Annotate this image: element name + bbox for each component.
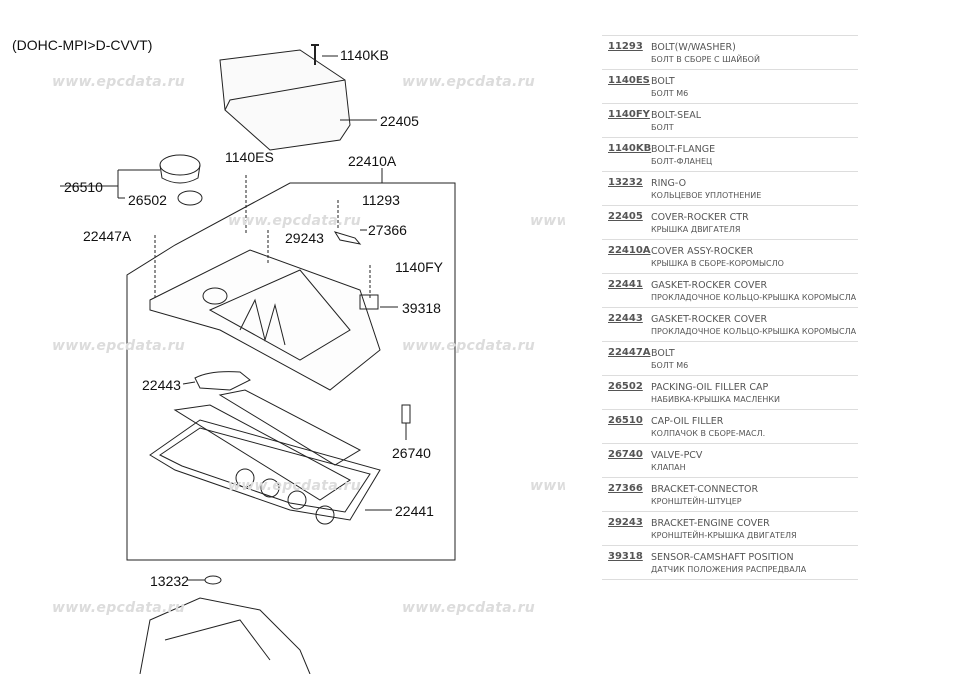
parts-row: 26740 VALVE-PCV КЛАПАН bbox=[602, 444, 858, 478]
part-name-ru: КРОНШТЕЙН-КРЫШКА ДВИГАТЕЛЯ bbox=[651, 531, 797, 540]
parts-row: 13232 RING-O КОЛЬЦЕВОЕ УПЛОТНЕНИЕ bbox=[602, 172, 858, 206]
part-name: VALVE-PCV bbox=[651, 450, 703, 461]
part-name-ru: КОЛЬЦЕВОЕ УПЛОТНЕНИЕ bbox=[651, 191, 762, 200]
part-number-link[interactable]: 29243 bbox=[608, 517, 643, 528]
callout-13232[interactable]: 13232 bbox=[150, 573, 189, 589]
part-name-ru: НАБИВКА-КРЫШКА МАСЛЕНКИ bbox=[651, 395, 781, 404]
watermark: www.epcdata.ru bbox=[402, 74, 536, 90]
part-number-link[interactable]: 26510 bbox=[608, 415, 643, 426]
parts-row: 39318 SENSOR-CAMSHAFT POSITION ДАТЧИК ПОЛО… bbox=[602, 546, 858, 580]
watermark: www.epcdata.ru bbox=[52, 338, 186, 354]
part-name: BOLT bbox=[651, 348, 675, 359]
callout-26502[interactable]: 26502 bbox=[128, 192, 167, 208]
parts-row: 26502 PACKING-OIL FILLER CAP НАБИВКА-КРЫШК… bbox=[602, 376, 858, 410]
part-number-link[interactable]: 22410A bbox=[608, 245, 651, 256]
diagram-title: (DOHC-MPI>D-CVVT) bbox=[12, 37, 153, 53]
callout-11293[interactable]: 11293 bbox=[362, 192, 400, 208]
watermark: www.epcdata.ru bbox=[228, 213, 362, 229]
part-name-ru: КОЛПАЧОК В СБОРЕ-МАСЛ. bbox=[651, 429, 766, 438]
part-number-link[interactable]: 22447A bbox=[608, 347, 651, 358]
part-name: BOLT(W/WASHER) bbox=[651, 42, 736, 53]
part-name: BOLT-FLANGE bbox=[651, 144, 716, 155]
parts-row: 22405 COVER-ROCKER CTR КРЫШКА ДВИГАТЕЛЯ bbox=[602, 206, 858, 240]
callout-22405[interactable]: 22405 bbox=[380, 113, 419, 129]
part-name-ru: БОЛТ М6 bbox=[651, 89, 689, 98]
parts-row: 11293 BOLT(W/WASHER) БОЛТ В СБОРЕ С ШАЙБОЙ bbox=[602, 36, 858, 70]
callout-1140ES[interactable]: 1140ES bbox=[225, 149, 274, 165]
watermark: www.epcdata.ru bbox=[402, 600, 536, 616]
part-name: BRACKET-ENGINE COVER bbox=[651, 518, 770, 529]
parts-row: 22441 GASKET-ROCKER COVER ПРОКЛАДОЧНОЕ КОЛ… bbox=[602, 274, 858, 308]
callout-22447A[interactable]: 22447A bbox=[83, 228, 132, 244]
callout-39318[interactable]: 39318 bbox=[402, 300, 441, 316]
part-name: BOLT-SEAL bbox=[651, 110, 701, 121]
part-name-ru: КРЫШКА В СБОРЕ-КОРОМЫСЛО bbox=[651, 259, 784, 268]
parts-row: 27366 BRACKET-CONNECTOR КРОНШТЕЙН-ШТУЦЕР bbox=[602, 478, 858, 512]
part-name-ru: КЛАПАН bbox=[651, 463, 686, 472]
part-name: CAP-OIL FILLER bbox=[651, 416, 724, 427]
part-number-link[interactable]: 13232 bbox=[608, 177, 643, 188]
callout-1140FY[interactable]: 1140FY bbox=[395, 259, 443, 275]
part-name: GASKET-ROCKER COVER bbox=[651, 280, 768, 291]
part-number-link[interactable]: 26740 bbox=[608, 449, 643, 460]
watermark: www.epcdata.ru bbox=[530, 478, 565, 494]
part-name: GASKET-ROCKER COVER bbox=[651, 314, 768, 325]
callout-1140KB[interactable]: 1140KB bbox=[340, 47, 389, 63]
watermark: www.epcdata.ru bbox=[530, 213, 565, 229]
part-number-link[interactable]: 11293 bbox=[608, 41, 643, 52]
part-name-ru: БОЛТ-ФЛАНЕЦ bbox=[651, 157, 713, 166]
parts-list: 11293 BOLT(W/WASHER) БОЛТ В СБОРЕ С ШАЙБОЙ… bbox=[602, 35, 858, 580]
part-number-link[interactable]: 22441 bbox=[608, 279, 643, 290]
callout-22443[interactable]: 22443 bbox=[142, 377, 181, 393]
part-number-link[interactable]: 1140FY bbox=[608, 109, 650, 120]
part-name-ru: ПРОКЛАДОЧНОЕ КОЛЬЦО-КРЫШКА КОРОМЫСЛА bbox=[651, 327, 857, 336]
part-number-link[interactable]: 26502 bbox=[608, 381, 643, 392]
part-number-link[interactable]: 1140KB bbox=[608, 143, 652, 154]
part-name: PACKING-OIL FILLER CAP bbox=[651, 382, 769, 393]
callout-29243[interactable]: 29243 bbox=[285, 230, 324, 246]
part-name-ru: БОЛТ М6 bbox=[651, 361, 689, 370]
part-name: COVER ASSY-ROCKER bbox=[651, 246, 754, 257]
part-number-link[interactable]: 27366 bbox=[608, 483, 643, 494]
watermark: www.epcdata.ru bbox=[228, 478, 362, 494]
parts-diagram: www.epcdata.ru www.epcdata.ru www.epcdat… bbox=[12, 37, 565, 674]
part-name-ru: ДАТЧИК ПОЛОЖЕНИЯ РАСПРЕДВАЛА bbox=[651, 565, 807, 574]
part-name-ru: БОЛТ В СБОРЕ С ШАЙБОЙ bbox=[651, 55, 760, 64]
callout-22441[interactable]: 22441 bbox=[395, 503, 434, 519]
callout-26740[interactable]: 26740 bbox=[392, 445, 431, 461]
part-number-link[interactable]: 22405 bbox=[608, 211, 643, 222]
part-name: SENSOR-CAMSHAFT POSITION bbox=[651, 552, 794, 563]
part-name-ru: КРОНШТЕЙН-ШТУЦЕР bbox=[651, 497, 742, 506]
part-name: COVER-ROCKER CTR bbox=[651, 212, 749, 223]
callout-26510[interactable]: 26510 bbox=[64, 179, 103, 195]
watermark: www.epcdata.ru bbox=[52, 600, 186, 616]
exploded-view-drawing bbox=[60, 44, 456, 674]
part-name: RING-O bbox=[651, 178, 687, 189]
parts-row: 29243 BRACKET-ENGINE COVER КРОНШТЕЙН-КРЫШК… bbox=[602, 512, 858, 546]
watermark: www.epcdata.ru bbox=[52, 74, 186, 90]
part-number-link[interactable]: 39318 bbox=[608, 551, 643, 562]
callout-22410A[interactable]: 22410A bbox=[348, 153, 397, 169]
callout-27366[interactable]: 27366 bbox=[368, 222, 407, 238]
parts-row: 22443 GASKET-ROCKER COVER ПРОКЛАДОЧНОЕ КОЛ… bbox=[602, 308, 858, 342]
part-name-ru: ПРОКЛАДОЧНОЕ КОЛЬЦО-КРЫШКА КОРОМЫСЛА bbox=[651, 293, 857, 302]
parts-row: 26510 CAP-OIL FILLER КОЛПАЧОК В СБОРЕ-МАСЛ… bbox=[602, 410, 858, 444]
part-number-link[interactable]: 1140ES bbox=[608, 75, 650, 86]
part-name: BOLT bbox=[651, 76, 675, 87]
part-number-link[interactable]: 22443 bbox=[608, 313, 643, 324]
part-name-ru: КРЫШКА ДВИГАТЕЛЯ bbox=[651, 225, 741, 234]
part-name: BRACKET-CONNECTOR bbox=[651, 484, 759, 495]
watermark: www.epcdata.ru bbox=[402, 338, 536, 354]
part-name-ru: БОЛТ bbox=[651, 123, 674, 132]
